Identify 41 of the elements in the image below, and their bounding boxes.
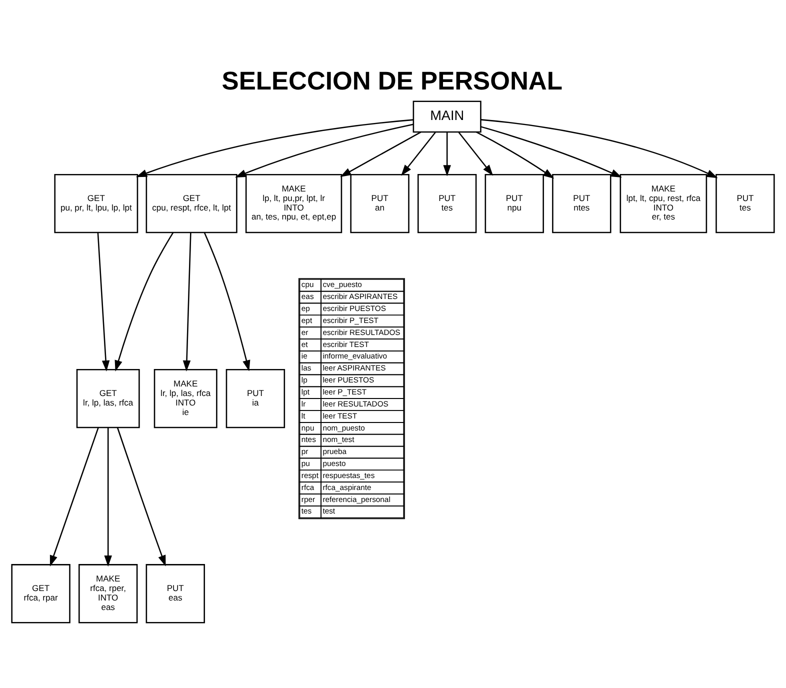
label: nom_puesto	[322, 422, 365, 432]
label: nom_test	[322, 434, 354, 444]
label: lr	[301, 398, 306, 408]
label: ntes	[301, 434, 316, 444]
label: lpt	[301, 386, 310, 396]
label: escribir PUESTOS	[322, 304, 386, 313]
label: rper	[301, 494, 316, 504]
label: leer RESULTADOS	[322, 398, 388, 408]
label: leer P_TEST	[322, 386, 367, 396]
label: puesto	[322, 458, 346, 468]
label: tes	[301, 506, 312, 516]
label: las	[301, 363, 312, 372]
label: respt	[301, 470, 318, 480]
label: cpu	[301, 280, 314, 289]
label: ie	[301, 351, 308, 360]
label: leer ASPIRANTES	[322, 363, 386, 372]
label: escribir TEST	[322, 339, 369, 348]
label: lp	[301, 375, 308, 384]
label: pu	[301, 458, 310, 468]
label: cve_puesto	[322, 280, 362, 289]
label: test	[322, 506, 336, 516]
label: referencia_personal	[322, 494, 390, 504]
label: et	[301, 339, 308, 348]
label: ept	[301, 315, 312, 324]
label: respuestas_tes	[322, 470, 375, 480]
label: er	[301, 327, 308, 336]
label: leer TEST	[322, 410, 358, 420]
label: eas	[301, 292, 314, 301]
label: prueba	[322, 446, 347, 456]
label: npu	[301, 422, 314, 432]
label: ep	[301, 304, 310, 313]
label: escribir P_TEST	[322, 315, 378, 324]
label: pr	[301, 446, 308, 456]
diagram-title: SELECCION DE PERSONAL	[222, 66, 562, 95]
label: escribir ASPIRANTES	[322, 292, 398, 301]
label: lt	[301, 410, 306, 420]
label: informe_evaluativo	[322, 351, 387, 360]
label: escribir RESULTADOS	[322, 327, 400, 336]
label: leer PUESTOS	[322, 375, 374, 384]
label: rfca	[301, 482, 314, 492]
label: rfca_aspirante	[322, 482, 372, 492]
